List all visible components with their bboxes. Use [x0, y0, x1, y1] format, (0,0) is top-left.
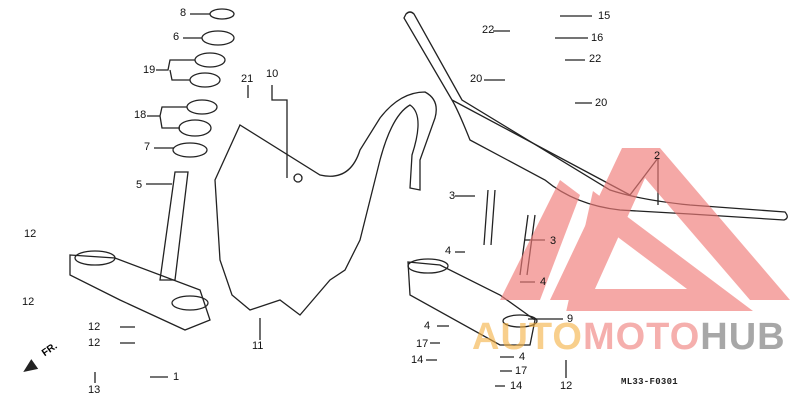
watermark-moto: MOTO	[582, 316, 701, 358]
part-label: 11	[252, 340, 264, 352]
part-label: 14	[510, 380, 523, 392]
part-label: 12	[560, 380, 573, 392]
part-label: 12	[24, 228, 37, 240]
part-label: 14	[411, 354, 424, 366]
part-label: 22	[589, 53, 602, 65]
part-label: 16	[591, 32, 604, 44]
part-label: 15	[598, 10, 611, 22]
part-label: 4	[540, 276, 547, 288]
part-label: 10	[266, 68, 279, 80]
lower-triple-clamp	[69, 254, 211, 331]
part-label: 7	[144, 141, 151, 153]
part-label: 22	[482, 24, 495, 36]
watermark-hub: HUB	[700, 316, 786, 358]
part-label: 21	[241, 73, 254, 85]
part-label: 8	[180, 7, 187, 19]
steering-stem	[159, 171, 189, 281]
part-label: 4	[424, 320, 431, 332]
number-plate	[214, 91, 437, 316]
part-label: 1	[173, 371, 180, 383]
part-label: 3	[550, 235, 557, 247]
watermark-logo	[500, 148, 790, 311]
part-label: 4	[445, 245, 452, 257]
part-label: 12	[22, 296, 35, 308]
part-label: 17	[416, 338, 429, 350]
upper-triple-clamp	[407, 261, 536, 346]
part-label: 19	[143, 64, 156, 76]
watermark-auto: AUTO	[472, 316, 583, 358]
part-label: 4	[519, 351, 526, 363]
part-label: 6	[173, 31, 180, 43]
part-label: 12	[88, 321, 101, 333]
part-label: 3	[449, 190, 456, 202]
watermark-text: AUTOMOTOHUB	[472, 318, 786, 356]
part-label: 20	[595, 97, 608, 109]
part-label: 18	[134, 109, 147, 121]
part-label: 17	[515, 365, 528, 377]
part-label: 9	[567, 313, 574, 325]
handlebar	[403, 11, 788, 221]
diagram-code: ML33-F0301	[621, 377, 679, 387]
part-label: 2	[654, 150, 661, 162]
part-label: 12	[88, 337, 101, 349]
part-label: 13	[88, 384, 101, 396]
part-label: 5	[136, 179, 143, 191]
part-label: 20	[470, 73, 483, 85]
